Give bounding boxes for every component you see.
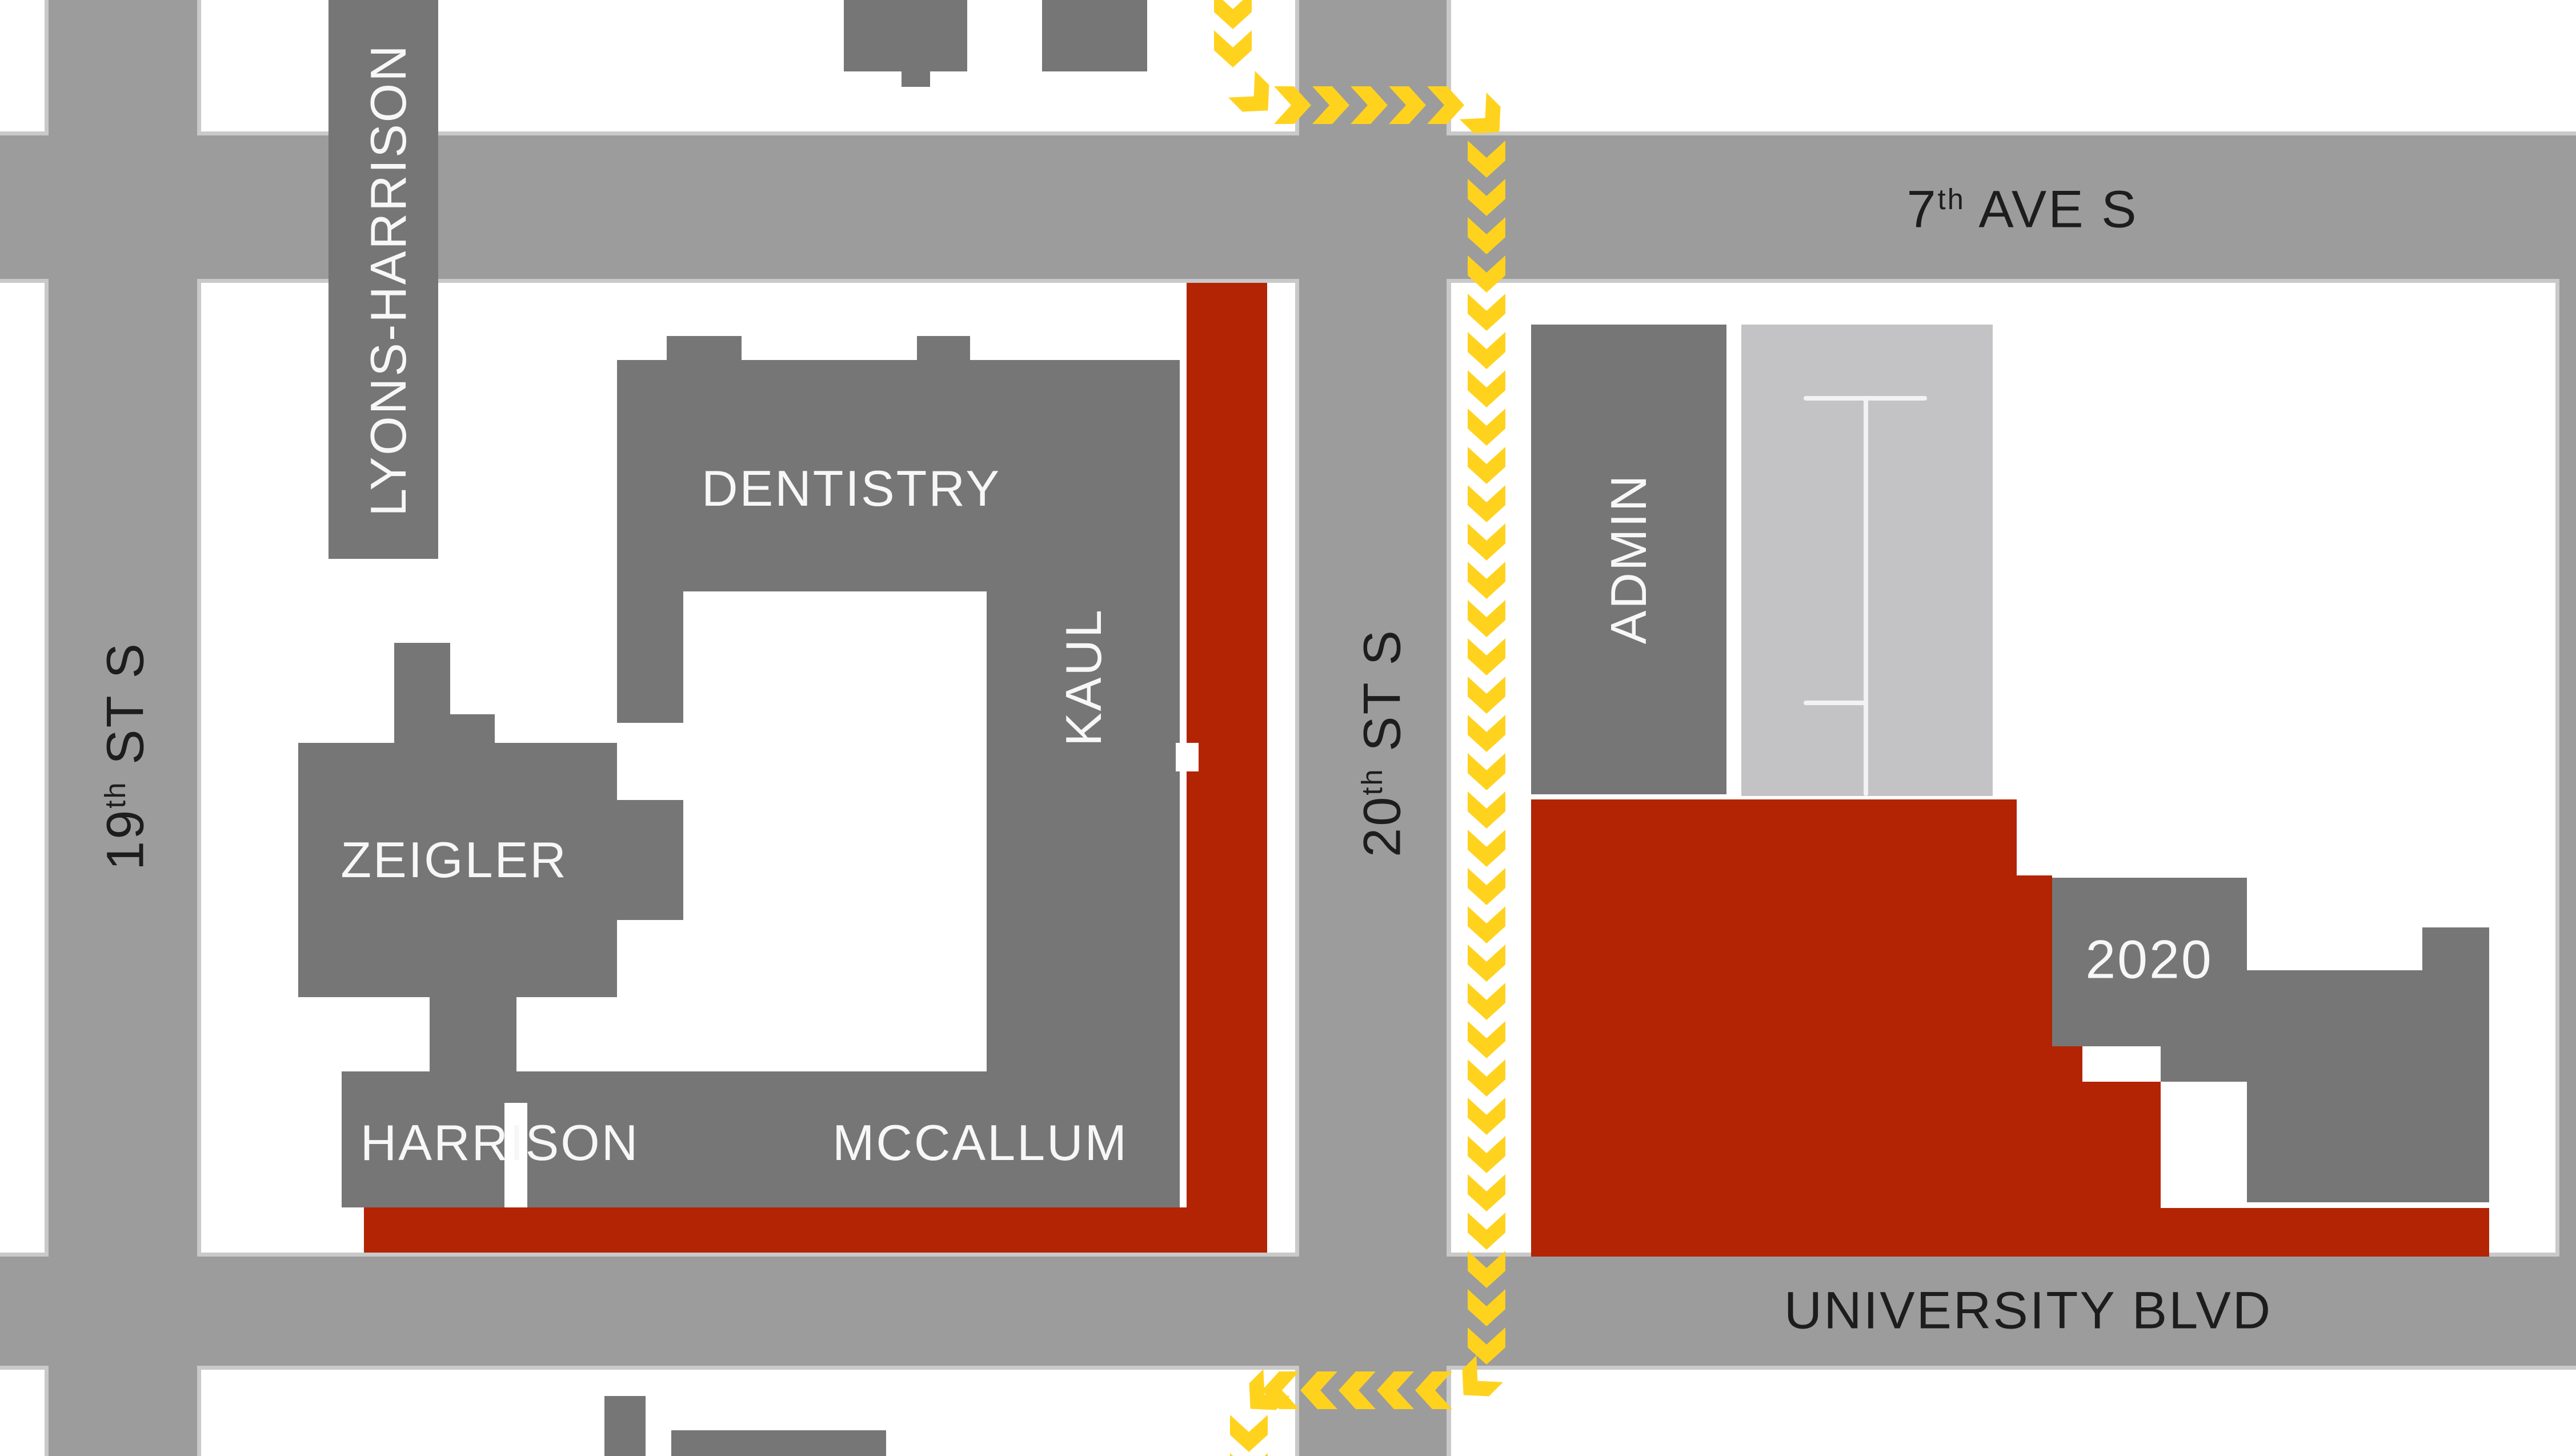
red-zone-step-b	[2017, 875, 2052, 1257]
building-admin	[1531, 325, 1726, 794]
red-zone-bottom-strip	[2161, 1208, 2489, 1257]
sup-19th: th	[98, 781, 131, 809]
building-bottom-tower	[604, 1396, 646, 1456]
label-bottom-partial: T	[718, 1452, 751, 1456]
building-dentistry	[617, 360, 1180, 591]
red-zone-kaul-strip	[1187, 283, 1267, 1253]
sup-20th: th	[1355, 767, 1388, 795]
building-zeigler-finger	[394, 643, 450, 743]
label-dentistry: DENTISTRY	[701, 460, 1001, 517]
label-zeigler: ZEIGLER	[340, 831, 568, 888]
building-top-partial-b	[1042, 0, 1147, 71]
building-bottom-wide	[671, 1430, 886, 1456]
label-kaul: KAUL	[1055, 608, 1112, 746]
building-top-partial-a-tab	[902, 71, 930, 87]
red-zone-step-c1	[2052, 1046, 2082, 1257]
label-mccallum: MCCALLUM	[832, 1114, 1128, 1171]
plaza-line-vertical	[1864, 396, 1868, 796]
building-zeigler-east-wing	[617, 800, 683, 920]
label-admin: ADMIN	[1600, 473, 1657, 645]
road-university-blvd	[0, 1257, 2576, 1366]
kaul-notch	[1176, 743, 1199, 771]
label-7th-ave-s: 7th AVE S	[1906, 180, 2138, 239]
building-dentistry-roof-tab-1	[667, 336, 742, 360]
red-zone-step-c2	[2082, 1082, 2161, 1257]
label-harrison: HARRISON	[360, 1114, 640, 1171]
building-top-partial-a	[844, 0, 967, 71]
building-east-tower	[2422, 927, 2489, 1202]
label-20th-st-s: 20th ST S	[1353, 629, 1412, 857]
label-2020: 2020	[2085, 929, 2213, 990]
building-dentistry-sw-lobe	[617, 591, 683, 723]
building-east-main	[2247, 970, 2422, 1202]
road-east-connector	[2559, 135, 2576, 1366]
building-zeigler-main	[298, 743, 617, 997]
sup-7th: th	[1937, 182, 1965, 215]
building-dentistry-roof-tab-2	[917, 336, 970, 360]
building-2020-tab	[2161, 1046, 2247, 1082]
building-zeigler-south-wing	[430, 997, 516, 1076]
label-lyons-harrison: LYONS-HARRISON	[360, 43, 416, 517]
harrison-mccallum-gap	[504, 1103, 527, 1207]
plaza-line-mid	[1804, 701, 1868, 705]
building-kaul	[987, 591, 1180, 1071]
building-zeigler-bridge	[450, 714, 495, 743]
label-19th-st-s: 19th ST S	[96, 642, 155, 870]
label-university-blvd: UNIVERSITY BLVD	[1784, 1281, 2273, 1340]
building-harrison-mccallum	[342, 1071, 1180, 1207]
red-zone-main-block	[1531, 799, 2017, 1257]
building-2020	[2052, 878, 2247, 1046]
red-zone-mccallum-strip	[364, 1207, 1267, 1253]
building-lyons-harrison	[328, 0, 438, 559]
